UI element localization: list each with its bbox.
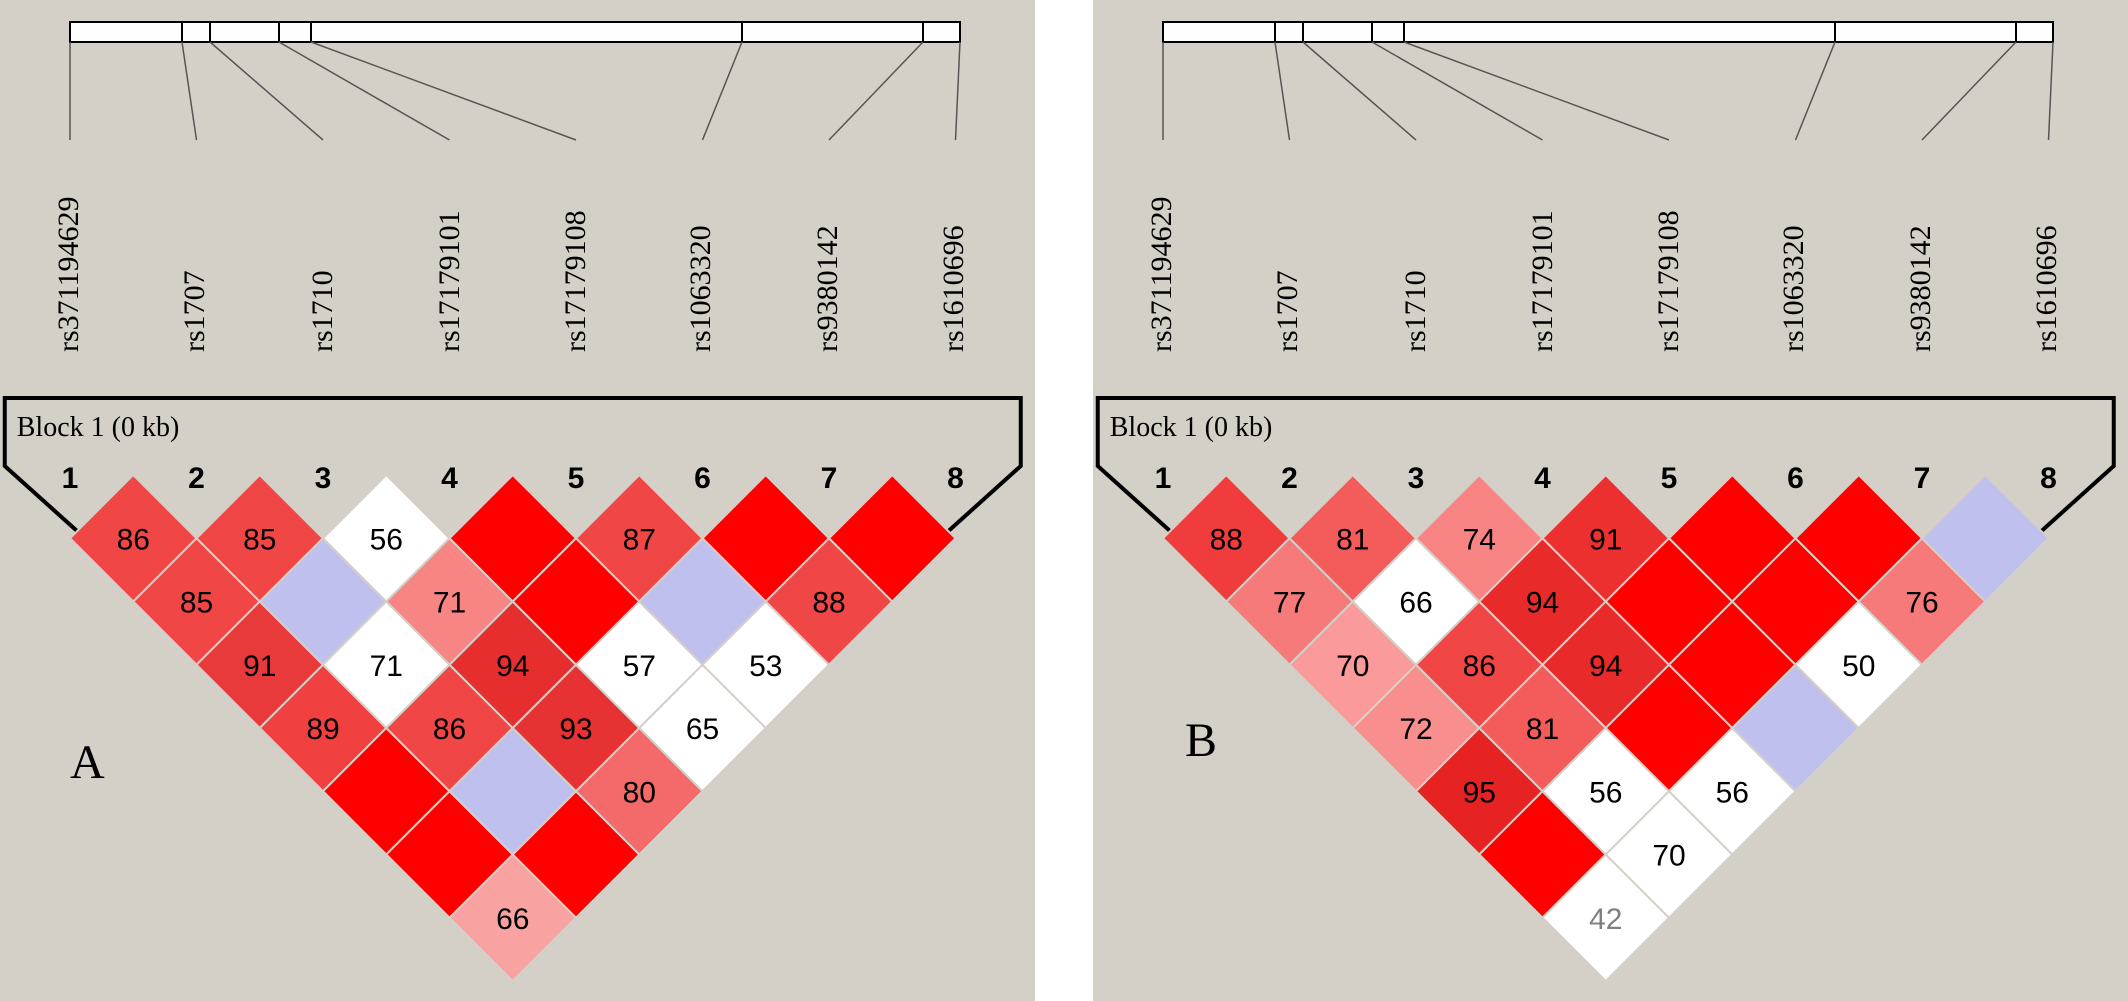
- snp-name-label: rs1063320: [1777, 225, 1810, 352]
- ld-value-label: 94: [1589, 650, 1622, 683]
- marker-number: 2: [1281, 462, 1298, 495]
- ld-value-label: 86: [433, 713, 466, 746]
- ld-value-label: 88: [812, 587, 845, 620]
- chromosome-bar: [69, 21, 961, 43]
- ld-value-label: 87: [623, 523, 656, 556]
- ld-value-label: 50: [1842, 650, 1875, 683]
- snp-connector-line: [209, 41, 324, 141]
- ld-value-label: 95: [1463, 776, 1496, 809]
- snp-name-label: rs9380142: [1904, 225, 1937, 352]
- snp-name-label: rs1063320: [684, 225, 717, 352]
- marker-number: 8: [947, 462, 964, 495]
- snp-name-label: rs17179101: [1526, 210, 1559, 352]
- snp-name-label: rs1710: [1399, 270, 1432, 352]
- ld-value-label: 53: [749, 650, 782, 683]
- ld-value-label: 57: [623, 650, 656, 683]
- snp-connector-line: [181, 41, 198, 141]
- panel-letter-a: A: [70, 736, 105, 789]
- ld-value-label: 88: [1210, 523, 1243, 556]
- ld-value-label: 86: [1463, 650, 1496, 683]
- marker-number: 1: [62, 462, 79, 495]
- ld-value-label: 65: [686, 713, 719, 746]
- ld-value-label: 81: [1526, 713, 1559, 746]
- snp-connector-line: [278, 41, 450, 141]
- snp-connector-line: [2047, 41, 2054, 141]
- ld-cell: [1920, 473, 2050, 603]
- snp-name-label: rs9380142: [811, 225, 844, 352]
- block-label: Block 1 (0 kb): [17, 412, 180, 443]
- ld-plot-panel-b: rs371194629 rs1707 rs1710 rs17179101 rs17179…: [1093, 0, 2128, 1001]
- snp-name-label: rs1707: [1271, 270, 1304, 352]
- ld-value-label: 56: [1716, 776, 1749, 809]
- ld-value-label: 80: [623, 776, 656, 809]
- ld-cell: [827, 473, 957, 603]
- snp-name-label: rs17179108: [559, 210, 592, 352]
- ld-value-label: 94: [496, 650, 529, 683]
- marker-number: 7: [1914, 462, 1931, 495]
- marker-number: 6: [694, 462, 711, 495]
- ld-value-label: 71: [370, 650, 403, 683]
- ld-value-label: 66: [496, 903, 529, 936]
- ld-value-label: 42: [1589, 903, 1622, 936]
- snp-name-label: rs371194629: [1145, 196, 1178, 352]
- ld-value-label: 70: [1336, 650, 1369, 683]
- ld-value-label: 56: [370, 523, 403, 556]
- ld-value-label: 91: [243, 650, 276, 683]
- ld-value-label: 72: [1399, 713, 1432, 746]
- snp-connector-line: [701, 41, 743, 141]
- ld-value-label: 56: [1589, 776, 1622, 809]
- ld-value-label: 85: [243, 523, 276, 556]
- ld-value-label: 85: [180, 587, 213, 620]
- marker-number: 3: [315, 462, 332, 495]
- snp-name-label: rs1710: [306, 270, 339, 352]
- ld-value-label: 89: [306, 713, 339, 746]
- marker-number: 7: [821, 462, 838, 495]
- snp-connector-line: [1274, 41, 1291, 141]
- snp-name-label: rs371194629: [52, 196, 85, 352]
- snp-name-label: rs17179108: [1652, 210, 1685, 352]
- snp-connector-line: [1921, 41, 2017, 141]
- snp-connector-line: [954, 41, 961, 141]
- ld-value-label: 66: [1399, 587, 1432, 620]
- snp-name-label: rs1610696: [2030, 225, 2063, 352]
- chromosome-bar: [1162, 21, 2054, 43]
- ld-cell-diamond: [827, 473, 957, 603]
- ld-value-label: 70: [1652, 840, 1685, 873]
- ld-value-label: 93: [559, 713, 592, 746]
- ld-value-label: 94: [1526, 587, 1559, 620]
- snp-connector-line: [1371, 41, 1543, 141]
- marker-number: 8: [2040, 462, 2057, 495]
- snp-connector-line: [310, 41, 577, 141]
- marker-number: 5: [1661, 462, 1678, 495]
- ld-value-label: 74: [1463, 523, 1496, 556]
- marker-number: 1: [1155, 462, 1172, 495]
- panel-letter-b: B: [1185, 714, 1218, 767]
- marker-number: 6: [1787, 462, 1804, 495]
- ld-value-label: 91: [1589, 523, 1622, 556]
- ld-plot-panel-a: rs371194629 rs1707 rs1710 rs17179101 rs17179…: [0, 0, 1035, 1001]
- marker-number: 4: [1534, 462, 1551, 495]
- snp-connector-line: [1794, 41, 1836, 141]
- snp-connector-line: [1302, 41, 1417, 141]
- marker-number: 4: [441, 462, 458, 495]
- marker-number: 3: [1408, 462, 1425, 495]
- ld-value-label: 71: [433, 587, 466, 620]
- marker-number: 2: [188, 462, 205, 495]
- snp-name-label: rs1610696: [937, 225, 970, 352]
- snp-name-label: rs17179101: [433, 210, 466, 352]
- block-label: Block 1 (0 kb): [1110, 412, 1273, 443]
- ld-value-label: 81: [1336, 523, 1369, 556]
- snp-connector-line: [828, 41, 924, 141]
- ld-value-label: 77: [1273, 587, 1306, 620]
- ld-value-label: 76: [1905, 587, 1938, 620]
- ld-cell-diamond: [1920, 473, 2050, 603]
- ld-plot-a: rs371194629 rs1707 rs1710 rs17179101 rs17179…: [2, 21, 1023, 983]
- marker-number: 5: [568, 462, 585, 495]
- snp-connector-line: [1403, 41, 1670, 141]
- snp-name-label: rs1707: [178, 270, 211, 352]
- ld-value-label: 86: [117, 523, 150, 556]
- ld-plot-b: rs371194629 rs1707 rs1710 rs17179101 rs17179…: [1095, 21, 2116, 983]
